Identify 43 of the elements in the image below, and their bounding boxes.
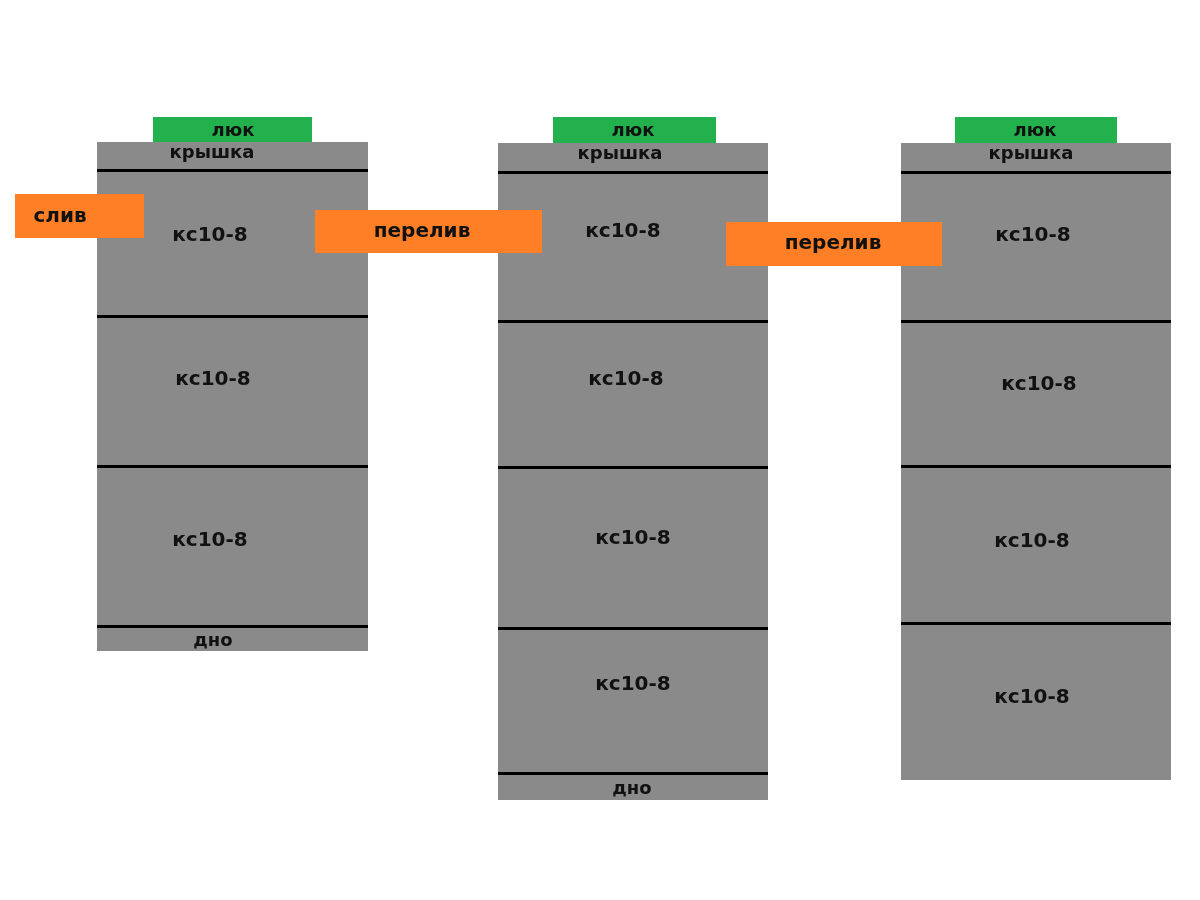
pipe (15, 194, 144, 238)
label: люк (1013, 119, 1057, 140)
label: люк (211, 119, 255, 140)
label: кс10-8 (595, 525, 671, 549)
label: кс10-8 (1001, 371, 1077, 395)
bottom-slab (97, 625, 368, 651)
concrete-ring (901, 465, 1171, 622)
label: дно (193, 629, 233, 650)
label: слив (33, 203, 87, 227)
label: кс10-8 (995, 222, 1071, 246)
concrete-ring (498, 171, 768, 320)
concrete-ring (901, 171, 1171, 320)
label: кс10-8 (994, 528, 1070, 552)
pipe (315, 210, 542, 253)
label: кс10-8 (595, 671, 671, 695)
label: кс10-8 (175, 366, 251, 390)
lid-slab (498, 143, 768, 171)
label: кс10-8 (994, 684, 1070, 708)
label: кс10-8 (585, 218, 661, 242)
label: дно (612, 777, 652, 798)
label: крышка (577, 142, 663, 163)
concrete-ring (901, 622, 1171, 780)
lid-slab (97, 142, 368, 169)
label: кс10-8 (588, 366, 664, 390)
label: крышка (169, 141, 255, 162)
concrete-ring (901, 320, 1171, 465)
hatch-cover (955, 117, 1117, 143)
concrete-ring (498, 320, 768, 466)
concrete-ring (97, 465, 368, 625)
pipe (726, 222, 942, 266)
hatch-cover (553, 117, 716, 143)
bottom-slab (498, 772, 768, 800)
label: кс10-8 (172, 527, 248, 551)
lid-slab (901, 143, 1171, 171)
label: люк (611, 119, 655, 140)
label: перелив (784, 230, 882, 254)
concrete-ring (97, 315, 368, 465)
concrete-ring (498, 627, 768, 772)
label: кс10-8 (172, 222, 248, 246)
label: перелив (373, 218, 471, 242)
hatch-cover (153, 117, 312, 143)
label: крышка (988, 142, 1074, 163)
concrete-ring (498, 466, 768, 627)
